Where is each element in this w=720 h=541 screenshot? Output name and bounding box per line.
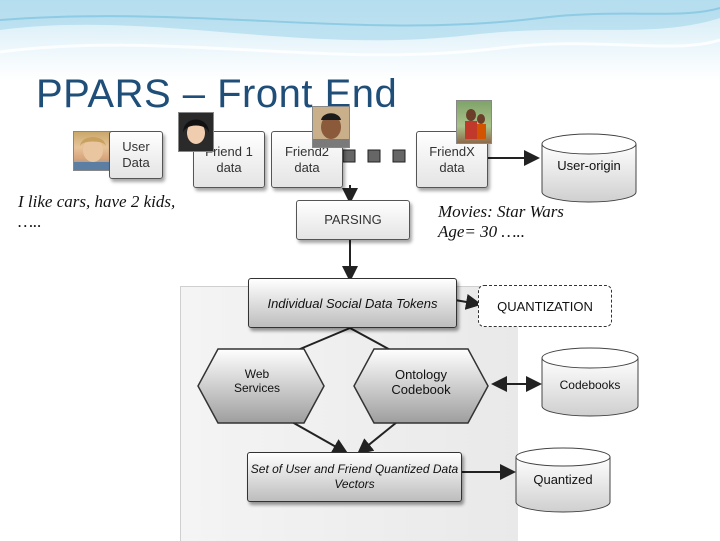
friend1-avatar-icon (183, 119, 209, 144)
user-note-line1: I like cars, have 2 kids, (18, 192, 176, 211)
quantized-vectors-label: Set of User and Friend Quantized Data Ve… (250, 462, 459, 491)
quantized-db: Quantized (514, 446, 612, 514)
friend2-label: Friend2 data (284, 143, 330, 175)
database-cylinder-icon (541, 133, 637, 203)
friendx-photo (456, 100, 492, 144)
user-note: I like cars, have 2 kids, ….. (18, 192, 218, 232)
friend2-avatar-icon (313, 113, 349, 147)
user-photo (73, 131, 113, 171)
profile-note-line1: Movies: Star Wars (438, 202, 564, 221)
web-services-node: Web Services (196, 347, 326, 425)
parsing-box: PARSING (296, 200, 410, 240)
friendx-box: FriendX data (416, 131, 488, 188)
parsing-label: PARSING (324, 212, 382, 227)
web-services-label: Web Services (233, 367, 280, 395)
quantized-label: Quantized (533, 472, 593, 487)
user-data-box: User Data (109, 131, 163, 179)
profile-note-line2: Age= 30 ….. (438, 222, 526, 241)
hexagon-shape (197, 348, 325, 424)
friend1-photo (178, 112, 214, 152)
friend1-label: Friend 1 data (205, 143, 253, 175)
codebooks-db: Codebooks (540, 346, 640, 418)
arrow-to-quantization (454, 294, 482, 310)
user-note-line2: ….. (18, 212, 42, 231)
ontology-node: Ontology Codebook (352, 347, 490, 425)
user-data-label: User Data (122, 139, 150, 170)
user-origin-db: User-origin (540, 132, 638, 204)
database-cylinder-icon (541, 347, 639, 417)
codebooks-label: Codebooks (559, 378, 621, 392)
user-avatar-icon (74, 137, 112, 170)
chain-dot-3 (392, 149, 406, 163)
quantization-box: QUANTIZATION (478, 285, 612, 327)
hexagon-shape (353, 348, 489, 424)
friendx-avatar-icon (465, 109, 486, 139)
quantized-vectors-box: Set of User and Friend Quantized Data Ve… (247, 452, 462, 502)
chain-dot-2 (367, 149, 381, 163)
database-cylinder-icon (515, 447, 611, 513)
quantization-label: QUANTIZATION (497, 298, 593, 314)
banner-swoosh (0, 0, 720, 57)
chain-dot-1 (342, 149, 356, 163)
header-banner (0, 0, 720, 80)
profile-note: Movies: Star Wars Age= 30 ….. (438, 202, 638, 242)
ontology-label: Ontology Codebook (391, 367, 451, 397)
tokens-label: Individual Social Data Tokens (267, 295, 438, 311)
tokens-box: Individual Social Data Tokens (248, 278, 457, 328)
user-origin-label: User-origin (557, 158, 621, 173)
friend2-photo (312, 106, 350, 148)
friendx-label: FriendX data (429, 143, 475, 175)
